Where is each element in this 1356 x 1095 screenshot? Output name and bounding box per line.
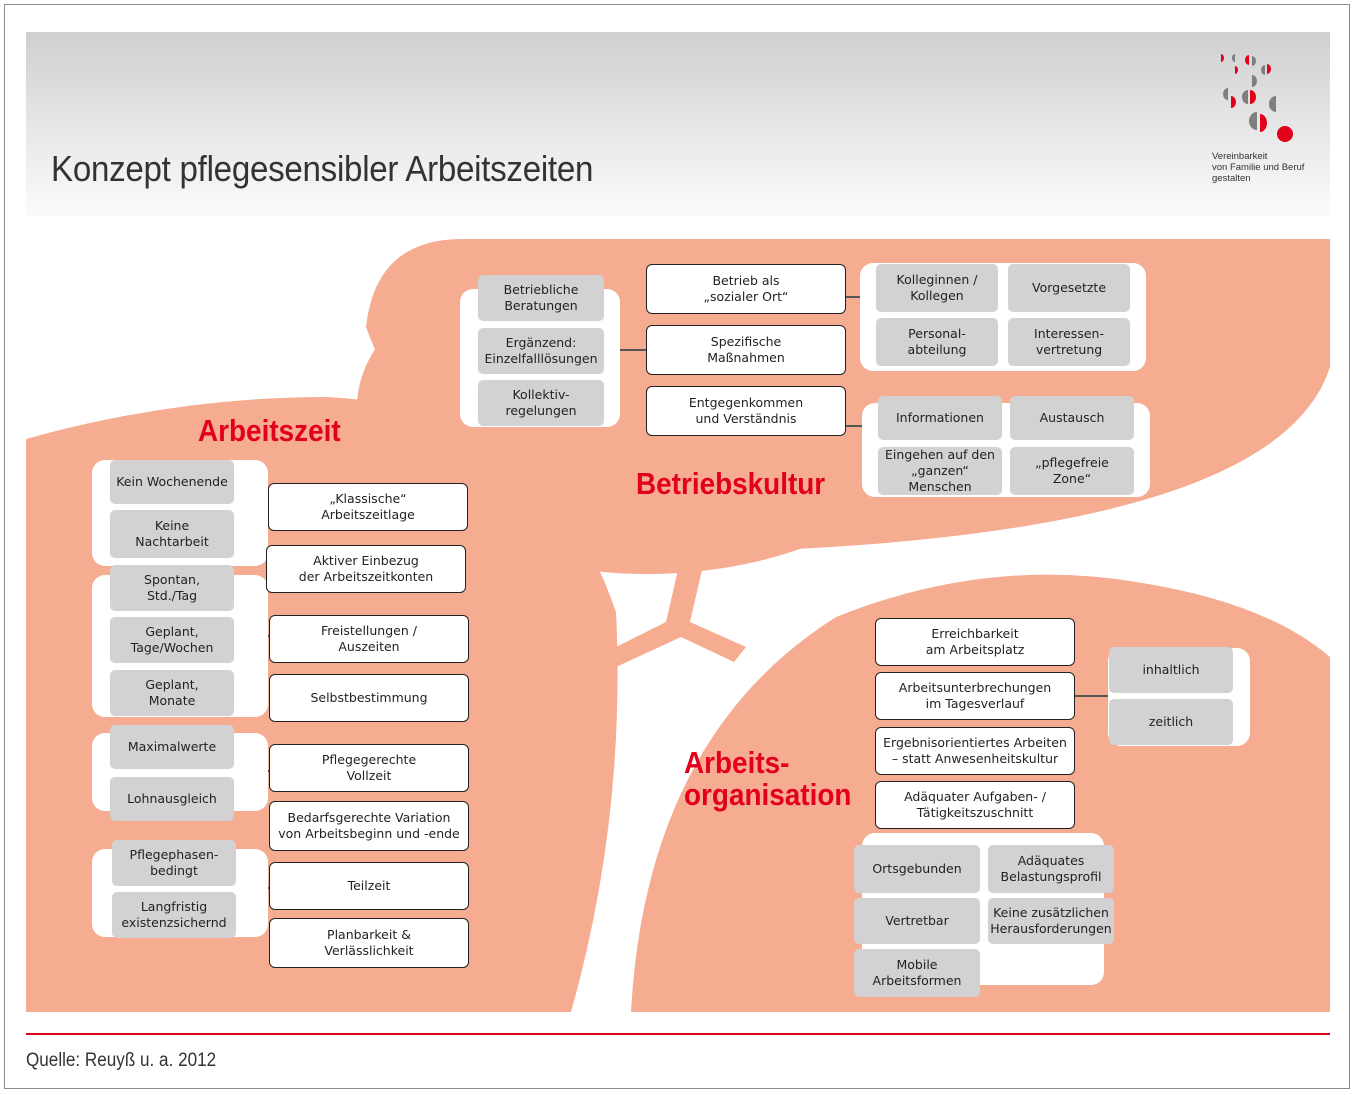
spezifische-massnahmen-box: Spezifische Maßnahmen	[646, 325, 846, 375]
ortsgebunden-box: Ortsgebunden	[854, 845, 980, 893]
sozialer-ort-box: Betrieb als „sozialer Ort“	[646, 264, 846, 314]
betriebliche-beratungen-box: Betriebliche Beratungen	[478, 275, 604, 321]
interessenvertretung-box: Interessen- vertretung	[1008, 318, 1130, 366]
arbeitszeitkonten-box: Aktiver Einbezug der Arbeitszeitkonten	[266, 545, 466, 593]
einzelfallloesungen-box: Ergänzend: Einzelfalllösungen	[478, 328, 604, 374]
pflegephasenbedingt-box: Pflegephasen- bedingt	[112, 840, 236, 886]
arbeitszeit-label: Arbeitszeit	[198, 413, 341, 448]
austausch-box: Austausch	[1010, 396, 1134, 440]
arbeitsunterbrechungen-box: Arbeitsunterbrechungen im Tagesverlauf	[875, 672, 1075, 720]
logo-dots-icon	[1221, 54, 1293, 142]
ganzen-menschen-box: Eingehen auf den „ganzen“ Menschen	[878, 447, 1002, 495]
connector-line	[846, 296, 862, 298]
klassische-arbeitszeitlage-box: „Klassische“ Arbeitszeitlage	[268, 483, 468, 531]
planbarkeit-box: Planbarkeit & Verlässlichkeit	[269, 918, 469, 968]
kein-wochenende-box: Kein Wochenende	[110, 460, 234, 504]
erreichbarkeit-box: Erreichbarkeit am Arbeitsplatz	[875, 618, 1075, 666]
mobile-arbeitsformen-box: Mobile Arbeitsformen	[854, 949, 980, 997]
betriebskultur-label: Betriebskultur	[636, 466, 826, 501]
page-title: Konzept pflegesensibler Arbeitszeiten	[51, 148, 594, 189]
kolleginnen-box: Kolleginnen / Kollegen	[876, 264, 998, 312]
vorgesetzte-box: Vorgesetzte	[1008, 264, 1130, 312]
teilzeit-box: Teilzeit	[269, 862, 469, 910]
inhaltlich-box: inhaltlich	[1109, 647, 1233, 693]
belastungsprofil-box: Adäquates Belastungsprofil	[988, 845, 1114, 893]
entgegenkommen-box: Entgegenkommen und Verständnis	[646, 386, 846, 436]
informationen-box: Informationen	[878, 396, 1002, 440]
logo-caption-line: von Familie und Beruf	[1212, 162, 1305, 173]
aufgabenzuschnitt-box: Adäquater Aufgaben- / Tätigkeitszuschnit…	[875, 781, 1075, 829]
ergebnisorientiertes-arbeiten-box: Ergebnisorientiertes Arbeiten – statt An…	[875, 727, 1075, 775]
vertretbar-box: Vertretbar	[854, 898, 980, 944]
geplant-tage-box: Geplant, Tage/Wochen	[110, 617, 234, 663]
freistellungen-box: Freistellungen / Auszeiten	[269, 615, 469, 663]
petal-connector	[604, 535, 746, 667]
herausforderungen-box: Keine zusätzlichen Herausforderungen	[988, 898, 1114, 944]
spontan-box: Spontan, Std./Tag	[110, 565, 234, 611]
maximalwerte-box: Maximalwerte	[110, 725, 234, 769]
keine-nachtarbeit-box: Keine Nachtarbeit	[110, 510, 234, 558]
lohnausgleich-box: Lohnausgleich	[110, 777, 234, 821]
zeitlich-box: zeitlich	[1109, 699, 1233, 745]
connector-line	[1075, 695, 1109, 697]
logo-caption: Vereinbarkeit von Familie und Beruf gest…	[1212, 151, 1304, 184]
connector-line	[620, 349, 648, 351]
header-band	[26, 32, 1330, 217]
arbeitsorganisation-label-line2: organisation	[684, 777, 852, 812]
bedarfsgerechte-variation-box: Bedarfsgerechte Variation von Arbeitsbeg…	[269, 801, 469, 851]
source-note: Quelle: Reuyß u. a. 2012	[26, 1050, 217, 1071]
selbstbestimmung-box: Selbstbestimmung	[269, 674, 469, 722]
kollektivregelungen-box: Kollektiv- regelungen	[478, 380, 604, 426]
logo-caption-line: Vereinbarkeit	[1212, 151, 1268, 162]
pflegegerechte-vollzeit-box: Pflegegerechte Vollzeit	[269, 744, 469, 792]
footer-rule	[26, 1033, 1330, 1035]
geplant-monate-box: Geplant, Monate	[110, 670, 234, 716]
connector-line	[846, 425, 864, 427]
personalabteilung-box: Personal- abteilung	[876, 318, 998, 366]
arbeitsorganisation-label-line1: Arbeits-	[684, 745, 790, 780]
logo-caption-line: gestalten	[1212, 173, 1251, 184]
pflegefreie-zone-box: „pflegefreie Zone“	[1010, 447, 1134, 495]
existenzsichernd-box: Langfristig existenzsichernd	[112, 892, 236, 938]
concept-diagram: Betriebliche Beratungen Ergänzend: Einze…	[26, 217, 1330, 1012]
